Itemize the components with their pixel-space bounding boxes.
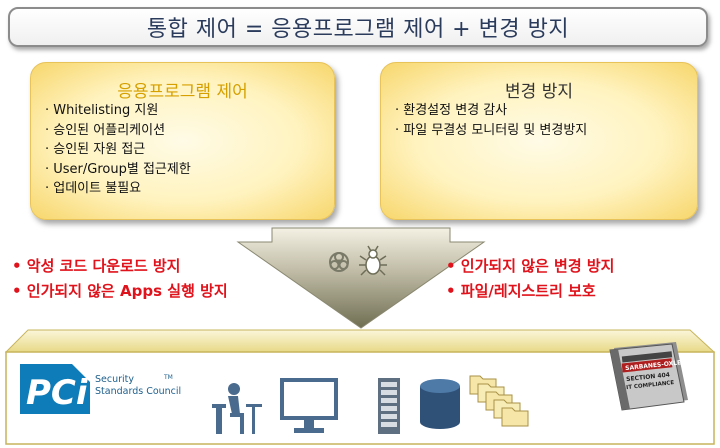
- list-item: • 파일/레지스트리 보호: [446, 282, 596, 300]
- monitor-icon: [280, 378, 338, 433]
- pci-line-1: Security: [95, 374, 135, 385]
- funnel-arrow: [236, 227, 486, 329]
- svg-text:SECTION 404: SECTION 404: [626, 372, 670, 384]
- change-prevention-title: 변경 방지: [505, 82, 573, 102]
- svg-text:TM: TM: [163, 374, 173, 381]
- database-icon: [420, 379, 460, 429]
- malware-protection-points: • 악성 코드 다운로드 방지 • 인가되지 않은 Apps 실행 방지: [12, 254, 228, 304]
- sox-compliance-book: SARBANES-OXLEY SECTION 404 IT COMPLIANCE: [609, 342, 688, 411]
- change-prevention-list: · 환경설정 변경 감사 · 파일 무결성 모니터링 및 변경방지: [395, 101, 587, 140]
- folder-stack-icon: [469, 375, 529, 427]
- list-item: · 업데이트 불필요: [45, 181, 142, 196]
- list-item: · Whitelisting 지원: [45, 103, 159, 118]
- change-protection-points: • 인가되지 않은 변경 방지 • 파일/레지스트리 보호: [446, 254, 614, 304]
- list-item: • 인가되지 않은 Apps 실행 방지: [12, 282, 228, 300]
- title-banner: 통합 제어 = 응용프로그램 제어 + 변경 방지: [8, 7, 708, 47]
- page-title: 통합 제어 = 응용프로그램 제어 + 변경 방지: [146, 17, 570, 42]
- change-prevention-card: 변경 방지 · 환경설정 변경 감사 · 파일 무결성 모니터링 및 변경방지: [380, 62, 698, 220]
- pci-line-2: Standards Council: [95, 386, 182, 397]
- list-item: · 파일 무결성 모니터링 및 변경방지: [395, 122, 588, 138]
- list-item: · 승인된 자원 접근: [45, 142, 146, 157]
- list-item: · User/Group별 접근제한: [45, 161, 191, 177]
- list-item: · 환경설정 변경 감사: [395, 103, 508, 118]
- list-item: • 인가되지 않은 변경 방지: [446, 257, 615, 275]
- application-control-title: 응용프로그램 제어: [117, 82, 248, 102]
- list-item: • 악성 코드 다운로드 방지: [12, 257, 181, 275]
- platform-base: [4, 329, 716, 445]
- server-rack-icon: [378, 378, 400, 434]
- svg-text:PCi: PCi: [26, 373, 89, 413]
- bug-icon: [359, 245, 387, 276]
- user-at-desk-icon: [212, 383, 262, 434]
- biohazard-icon: [329, 252, 349, 272]
- pci-logo: PCi TM: [20, 364, 173, 414]
- application-control-card: 응용프로그램 제어 · Whitelisting 지원 · 승인된 어플리케이션…: [30, 62, 335, 220]
- application-control-list: · Whitelisting 지원 · 승인된 어플리케이션 · 승인된 자원 …: [45, 101, 191, 199]
- list-item: · 승인된 어플리케이션: [45, 122, 166, 138]
- svg-text:IT COMPLIANCE: IT COMPLIANCE: [626, 380, 675, 391]
